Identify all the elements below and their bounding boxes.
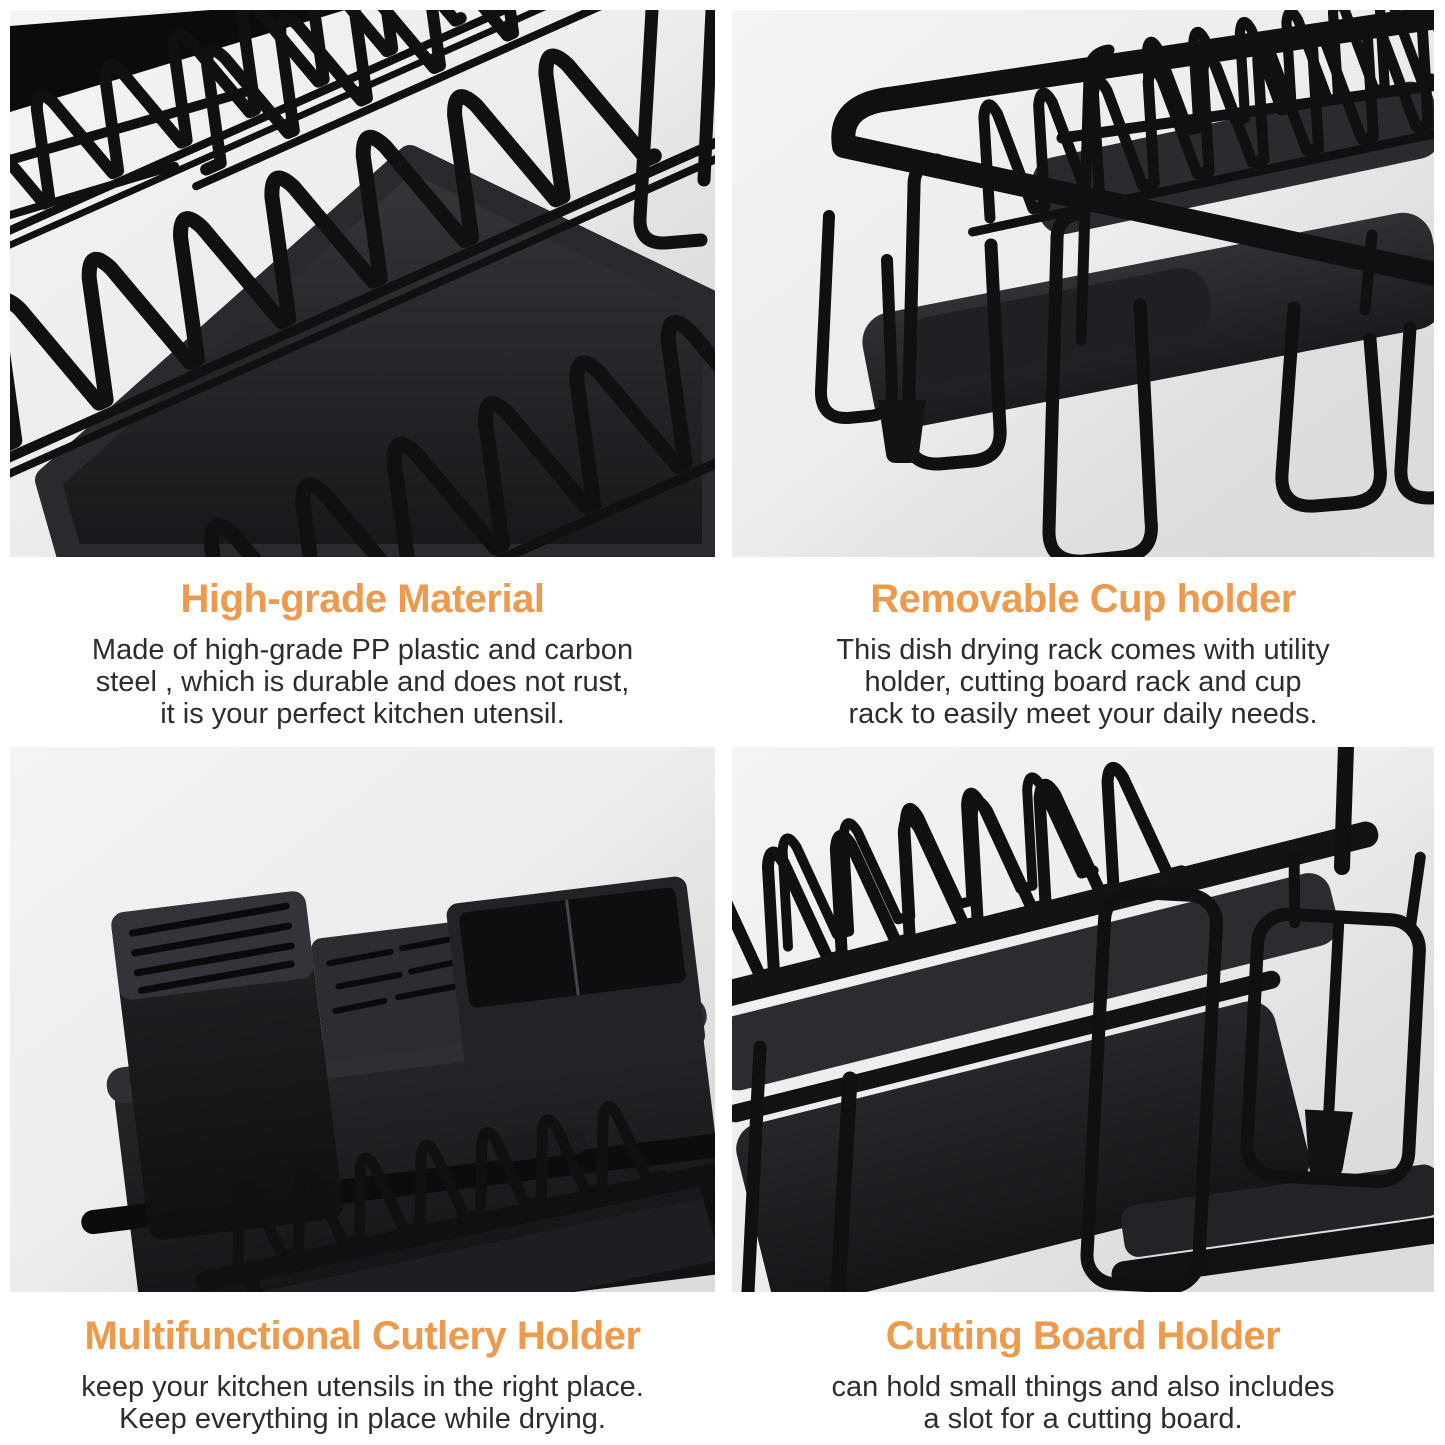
photo-removable-cup-holder (732, 10, 1434, 557)
feature-description-removable-cup-holder: This dish drying rack comes with utility… (836, 633, 1330, 730)
feature-description-high-grade-material: Made of high-grade PP plastic and carbon… (91, 633, 634, 730)
feature-description-cutting-board-holder: can hold small things and also includes … (831, 1370, 1335, 1435)
cutting-board-holder-illustration (732, 747, 1434, 1292)
cutting-board-hooks (1080, 851, 1426, 1292)
cup-holder-cone-tip (878, 400, 926, 463)
cutlery-holder-illustration (10, 747, 715, 1292)
hook-cone-tip (1304, 1109, 1353, 1177)
cup-holder-illustration (732, 10, 1434, 557)
feature-title-multifunctional-cutlery-holder: Multifunctional Cutlery Holder (84, 1314, 641, 1358)
feature-caption-removable-cup-holder: Removable Cup holder This dish drying ra… (732, 557, 1434, 747)
drip-tray (736, 1001, 1310, 1292)
feature-caption-cutting-board-holder: Cutting Board Holder can hold small thin… (732, 1292, 1434, 1445)
photo-dish-rack-wire-closeup (10, 10, 715, 557)
feature-description-multifunctional-cutlery-holder: keep your kitchen utensils in the right … (81, 1370, 644, 1435)
photo-cutting-board-holder (732, 747, 1434, 1292)
rack-frame-bar (732, 821, 1379, 1012)
feature-caption-multifunctional-cutlery-holder: Multifunctional Cutlery Holder keep your… (10, 1292, 715, 1445)
feature-title-removable-cup-holder: Removable Cup holder (870, 577, 1296, 621)
dish-rack-closeup-illustration (10, 10, 715, 557)
feature-caption-high-grade-material: High-grade Material Made of high-grade P… (10, 557, 715, 747)
knife-slots (128, 902, 295, 994)
feature-title-cutting-board-holder: Cutting Board Holder (885, 1314, 1281, 1358)
photo-cutlery-holder (10, 747, 715, 1292)
feature-title-high-grade-material: High-grade Material (180, 577, 545, 621)
